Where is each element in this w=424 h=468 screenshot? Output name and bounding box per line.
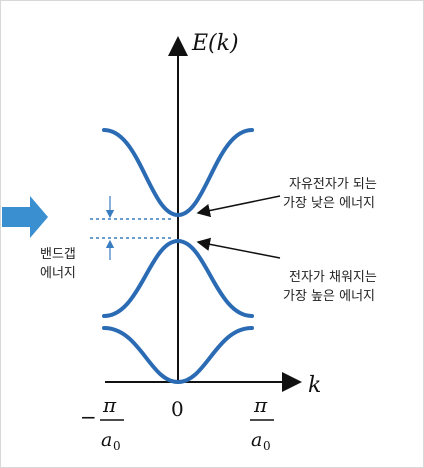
svg-text:0: 0 [263,439,271,453]
upper-callout-arrow [196,195,281,218]
y-axis-label: E(k) [191,31,239,56]
bandgap-label-line1: 밴드갭 [40,247,76,262]
upper-callout-line1: 자유전자가 되는 [289,177,377,192]
lower-band [102,326,254,385]
bandgap-label-line2: 에너지 [40,266,76,281]
lower-callout-line1: 전자가 채워지는 [289,270,377,285]
middle-band [102,238,254,318]
svg-text:a: a [251,429,262,451]
svg-text:−: − [80,405,97,429]
svg-text:a: a [101,429,112,451]
lower-callout-line2: 가장 높은 에너지 [283,289,375,304]
svg-text:0: 0 [113,439,121,453]
upper-callout-line2: 가장 낮은 에너지 [283,196,375,211]
lower-callout-arrow [196,237,281,259]
tick-zero: 0 [171,397,184,421]
x-axis-label: k [308,373,321,398]
incoming-energy-arrow [2,196,48,238]
svg-text:π: π [253,393,268,417]
svg-text:π: π [102,393,117,417]
upper-band [102,128,254,218]
tick-pos-pi-over-a0: π a 0 [250,393,274,453]
tick-neg-pi-over-a0: − π a 0 [80,393,124,453]
